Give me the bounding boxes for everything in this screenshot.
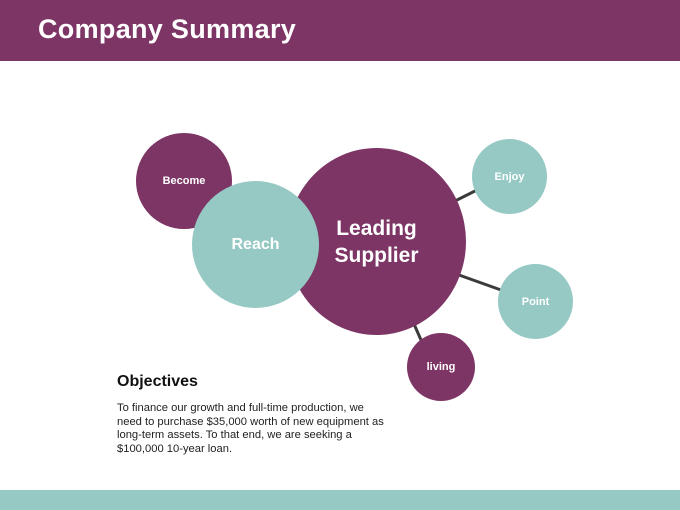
connector-living (412, 323, 423, 341)
bubble-reach: Reach (192, 181, 319, 308)
bubble-leading-supplier-label: Leading Supplier (334, 216, 419, 267)
footer-bar (0, 490, 680, 510)
objectives-section: Objectives To finance our growth and ful… (117, 373, 387, 456)
bubble-living: living (407, 333, 475, 401)
bubble-point-label: Point (521, 295, 550, 308)
objectives-heading: Objectives (117, 373, 198, 390)
bubble-point: Point (498, 264, 573, 339)
bubble-enjoy: Enjoy (472, 139, 547, 214)
connector-enjoy (454, 188, 478, 203)
title-bar: Company Summary (0, 0, 680, 61)
bubble-become-label: Become (162, 175, 206, 187)
connector-point (458, 273, 502, 292)
bubble-enjoy-label: Enjoy (494, 170, 525, 183)
page-title: Company Summary (38, 14, 297, 44)
bubble-living-label: living (426, 361, 456, 373)
bubble-reach-label: Reach (231, 235, 280, 253)
objectives-body: To finance our growth and full-time prod… (117, 402, 384, 455)
bubble-leading-supplier: Leading Supplier (287, 148, 466, 335)
